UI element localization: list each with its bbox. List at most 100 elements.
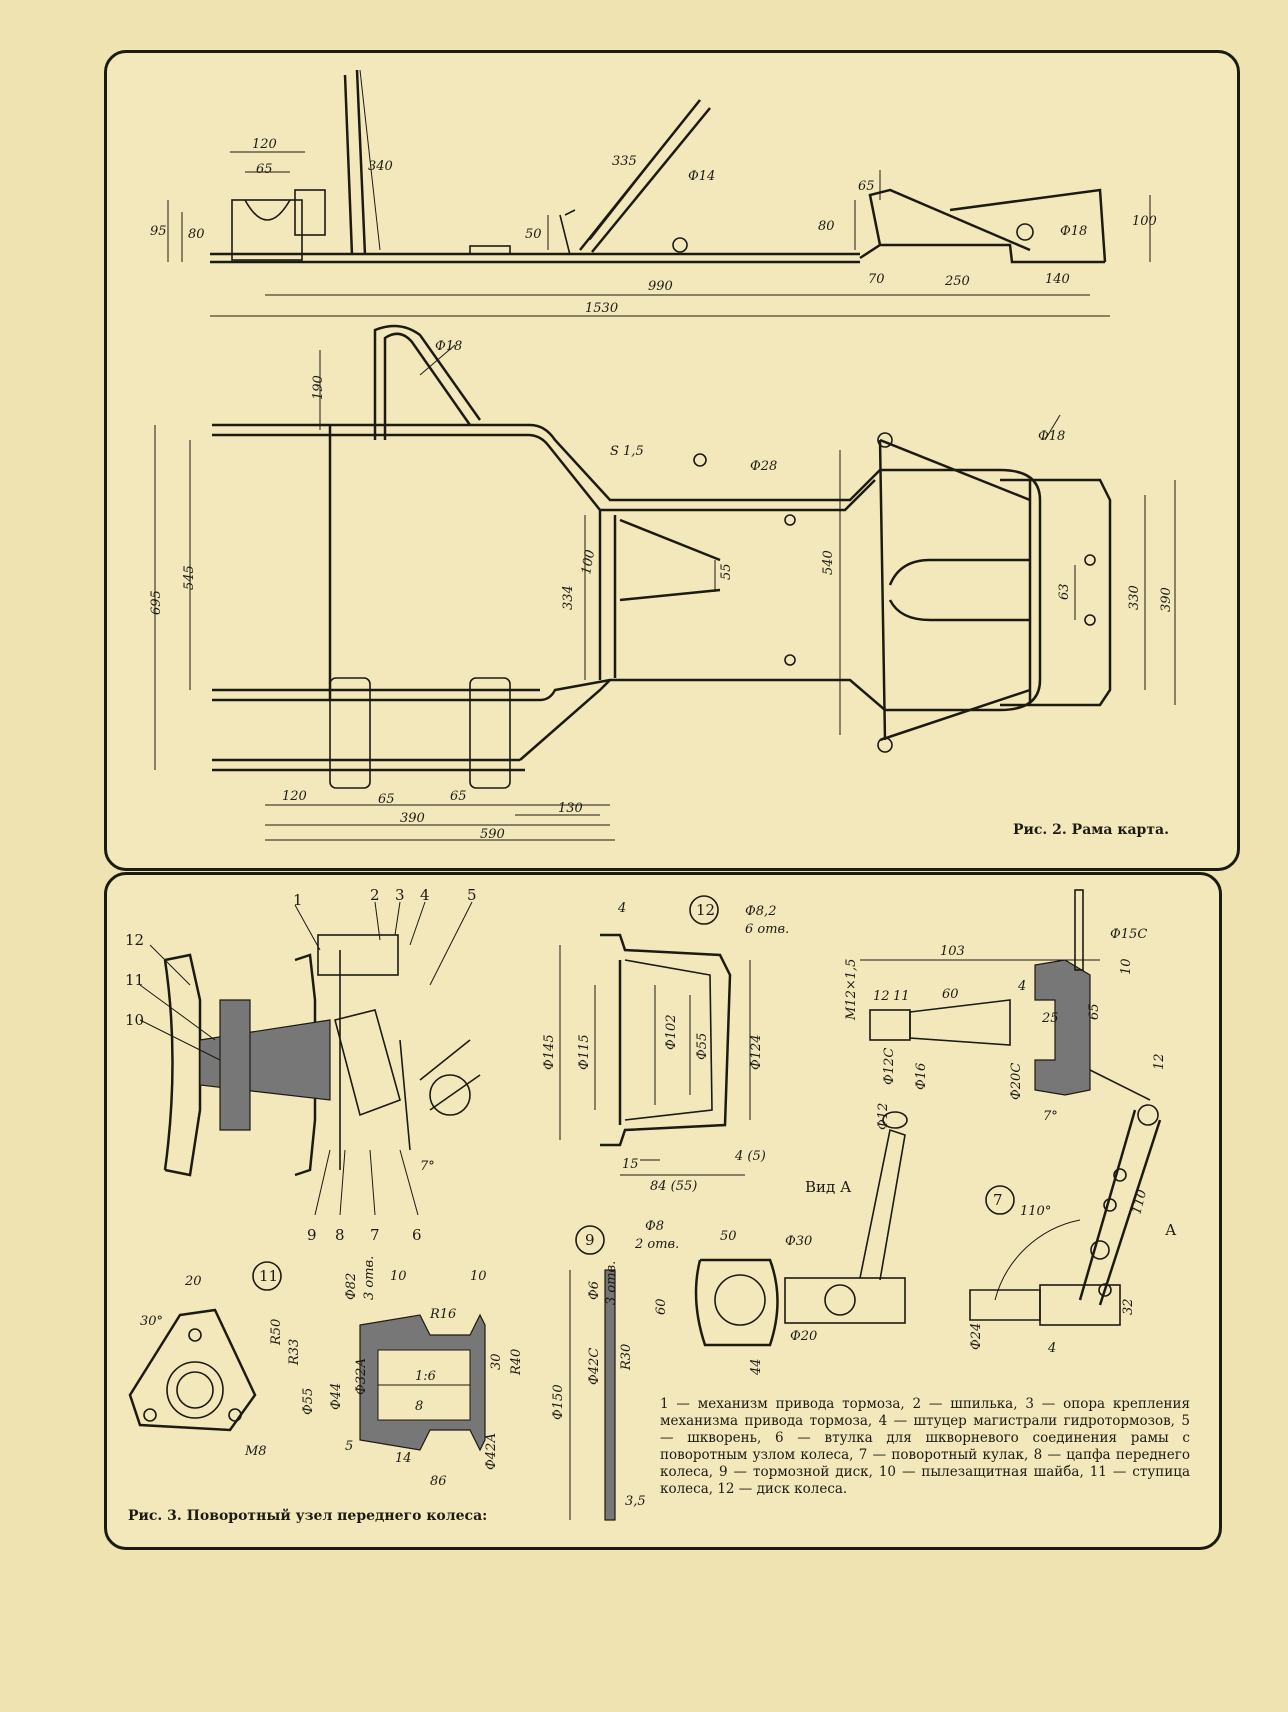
- knuckle-dim-103: 103: [940, 944, 965, 959]
- fig11-dim-d82: Ф82: [344, 1273, 359, 1300]
- callout-1: 1: [293, 891, 303, 909]
- fig11-dim-10a: 10: [390, 1269, 407, 1284]
- hub-dim-d115: Ф115: [577, 1034, 592, 1070]
- callout-7: 7: [370, 1226, 380, 1244]
- figure-3-caption: Рис. 3. Поворотный узел переднего колеса…: [128, 1508, 488, 1524]
- fig11-dim-3holes: 3 отв.: [362, 1256, 377, 1300]
- viewa-dim-d8: Ф8: [645, 1219, 664, 1234]
- fig11-dim-10b: 10: [470, 1269, 487, 1284]
- hub-dim-6holes: 6 отв.: [745, 922, 789, 937]
- knuckle-dim-10: 10: [1119, 958, 1134, 975]
- dim-plan-190: 190: [311, 375, 326, 400]
- dim-side-65b: 65: [858, 179, 875, 194]
- figure-3-legend: 1 — механизм привода тормоза, 2 — шпильк…: [660, 1396, 1190, 1497]
- dim-side-d14: Ф14: [688, 169, 715, 184]
- fig11-dim-r16: R16: [429, 1307, 456, 1322]
- dim-plan-334: 334: [561, 585, 576, 610]
- callout-12: 12: [125, 931, 144, 949]
- view-a-label: Вид А: [805, 1178, 852, 1196]
- callout-11: 11: [125, 971, 144, 989]
- dim-side-80b: 80: [818, 219, 835, 234]
- knuckle-dim-110deg: 110°: [1020, 1204, 1051, 1219]
- fig11-dim-30deg: 30°: [140, 1314, 163, 1329]
- fig9-dim-3holes: 3 отв.: [604, 1261, 619, 1305]
- figure-2-caption: Рис. 2. Рама карта.: [1013, 822, 1169, 838]
- arrow-label-a: А: [1165, 1221, 1177, 1239]
- dim-side-70: 70: [868, 272, 885, 287]
- viewa-dim-60: 60: [654, 1298, 669, 1315]
- callout-8: 8: [335, 1226, 345, 1244]
- brake-disc-detail-9: 9 Ф6 3 отв. Ф150 Ф42С R30 3,5: [551, 1225, 646, 1521]
- dim-side-80: 80: [188, 227, 205, 242]
- fig11-dim-r40: R40: [509, 1349, 524, 1376]
- dim-plan-695: 695: [149, 590, 164, 615]
- dim-plan-330: 330: [1127, 585, 1142, 610]
- knuckle-dim-4b: 4: [1047, 1341, 1056, 1356]
- knuckle-dim-d16: Ф16: [914, 1063, 929, 1090]
- hub-detail-12: 12 4 Ф8,2 6 отв. Ф145 Ф115 Ф102 Ф55 Ф124…: [542, 895, 789, 1194]
- knuckle-dim-7deg: 7°: [1043, 1109, 1058, 1124]
- knuckle-detail-7: 7 103 Ф15С М12×1,5 12 11 60 4 25 65 10 Ф…: [844, 889, 1177, 1356]
- dim-plan-d18b: Ф18: [1038, 429, 1065, 444]
- fig11-dim-d42a: Ф42А: [484, 1433, 499, 1470]
- dim-plan-d18: Ф18: [435, 339, 462, 354]
- fig11-dim-20: 20: [184, 1274, 202, 1289]
- dim-side-335: 335: [612, 154, 637, 169]
- fig9-dim-35: 3,5: [625, 1494, 646, 1509]
- hub-dim-d145: Ф145: [542, 1034, 557, 1070]
- hub-dim-84: 84 (55): [650, 1179, 697, 1194]
- fig11-dim-r33: R33: [287, 1339, 302, 1366]
- knuckle-dim-d15c: Ф15С: [1110, 927, 1147, 942]
- knuckle-dim-4: 4: [1017, 979, 1026, 994]
- viewa-dim-50: 50: [720, 1229, 737, 1244]
- view-a-detail: Вид А 50 Ф8 2 отв. Ф30 60 44 Ф20: [634, 1111, 908, 1376]
- dim-side-340: 340: [368, 159, 393, 174]
- fig9-dim-r30: R30: [619, 1344, 634, 1371]
- assembly-angle: 7°: [420, 1159, 435, 1174]
- dim-side-140: 140: [1045, 272, 1070, 287]
- dim-plan-390: 390: [1159, 587, 1174, 612]
- dim-plan-390b: 390: [400, 811, 425, 826]
- dim-side-100: 100: [1132, 214, 1157, 229]
- callout-5: 5: [467, 886, 477, 904]
- callout-6: 6: [412, 1226, 422, 1244]
- viewa-dim-44: 44: [749, 1358, 764, 1376]
- knuckle-dim-110: 110: [1129, 1188, 1150, 1216]
- dim-side-50: 50: [525, 227, 542, 242]
- knuckle-dim-32: 32: [1121, 1298, 1136, 1315]
- hub-dim-d124: Ф124: [749, 1034, 764, 1070]
- hub-dim-4: 4: [617, 901, 626, 916]
- knuckle-dim-65: 65: [1087, 1003, 1102, 1020]
- wheel-assembly-section: 1 2 3 4 5 12 11 10 9 8 7 6 7°: [125, 886, 481, 1244]
- dim-plan-100: 100: [579, 549, 598, 576]
- hub-dim-15: 15: [622, 1157, 639, 1172]
- dim-plan-65b: 65: [450, 789, 467, 804]
- knuckle-dim-12b: 12: [1152, 1053, 1167, 1070]
- dim-plan-545: 545: [182, 565, 197, 590]
- dim-plan-d28: Ф28: [750, 459, 777, 474]
- knuckle-dim-12: 12: [873, 989, 890, 1004]
- dim-side-250: 250: [944, 274, 970, 289]
- knuckle-dim-60: 60: [942, 987, 959, 1002]
- fig11-dim-d44: Ф44: [329, 1383, 344, 1410]
- viewa-dim-2holes: 2 отв.: [634, 1237, 679, 1252]
- fig11-dim-d55: Ф55: [301, 1388, 316, 1415]
- fig11-dim-r50: R50: [269, 1319, 284, 1346]
- dim-side-d18: Ф18: [1060, 224, 1087, 239]
- dim-plan-65a: 65: [378, 792, 395, 807]
- callout-10: 10: [125, 1011, 144, 1029]
- circle-label-11: 11: [259, 1267, 278, 1285]
- hub-dim-d102: Ф102: [664, 1014, 679, 1050]
- dim-plan-55: 55: [719, 563, 734, 580]
- viewa-dim-d30: Ф30: [785, 1234, 812, 1249]
- fig9-dim-d42c: Ф42С: [587, 1348, 602, 1385]
- dim-plan-s15: S 1,5: [610, 444, 644, 459]
- fig11-dim-14: 14: [395, 1451, 412, 1466]
- fig9-dim-d150: Ф150: [551, 1384, 566, 1420]
- dim-plan-130: 130: [558, 801, 583, 816]
- circle-label-12: 12: [696, 901, 715, 919]
- fig11-dim-30: 30: [489, 1353, 504, 1370]
- fig11-dim-m8: М8: [244, 1444, 267, 1459]
- dim-side-65: 65: [256, 162, 273, 177]
- knuckle-dim-25: 25: [1041, 1011, 1059, 1026]
